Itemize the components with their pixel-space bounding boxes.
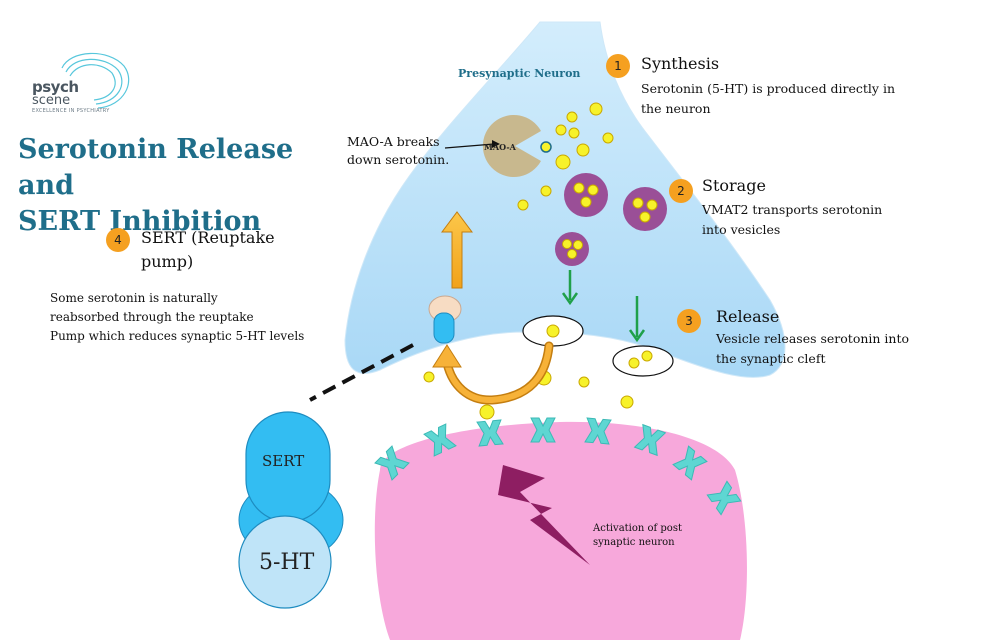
logo-tagline: EXCELLENCE IN PSYCHIATRY bbox=[32, 108, 110, 114]
step-4-badge: 4 bbox=[106, 228, 130, 252]
step-2-badge: 2 bbox=[669, 179, 693, 203]
mao-pointer-arrow bbox=[444, 143, 495, 149]
step-4-heading: SERT (Reuptake pump) bbox=[141, 228, 275, 271]
zoom-dashed-line bbox=[309, 343, 414, 402]
receptor bbox=[633, 423, 667, 457]
serotonin-in-mao bbox=[540, 141, 552, 153]
step-1-text: Serotonin (5-HT) is produced directly in… bbox=[641, 81, 896, 116]
receptor bbox=[530, 417, 556, 443]
release-arrows bbox=[561, 270, 646, 343]
activation-label: Activation of post synaptic neuron bbox=[593, 523, 682, 548]
mao-a-label: MAO-A bbox=[484, 142, 516, 152]
mao-pointer-arrowhead bbox=[492, 140, 500, 148]
step-1-badge: 1 bbox=[606, 54, 630, 78]
receptor-group bbox=[374, 417, 742, 516]
vesicle bbox=[623, 187, 667, 231]
logo-text-psych: psych bbox=[32, 78, 79, 96]
logo-swirl bbox=[61, 52, 130, 109]
step-4-text: Some serotonin is naturally reabsorbed t… bbox=[50, 291, 305, 343]
released-vesicle bbox=[612, 345, 674, 377]
receptor bbox=[476, 419, 504, 447]
receptor bbox=[672, 445, 708, 481]
postsynaptic-neuron bbox=[374, 421, 747, 640]
receptor bbox=[584, 417, 612, 445]
serotonin-molecules bbox=[423, 102, 634, 420]
sert-label: SERT bbox=[262, 452, 305, 470]
vesicle-group bbox=[555, 173, 667, 266]
receptor bbox=[706, 480, 742, 516]
fivehta-label: 5-HT bbox=[259, 550, 315, 575]
step-1-heading: Synthesis bbox=[641, 54, 720, 73]
page-title: Serotonin Release and SERT Inhibition bbox=[18, 134, 294, 237]
activation-bolt bbox=[498, 465, 590, 565]
vesicle bbox=[564, 173, 608, 217]
mao-annotation: MAO-A breaks down serotonin. bbox=[347, 134, 450, 167]
step-2-heading: Storage bbox=[702, 176, 766, 195]
logo-text-scene: scene bbox=[32, 93, 71, 108]
reuptake-arrowhead bbox=[432, 344, 462, 368]
receptor bbox=[423, 423, 457, 457]
sert-transporter-body bbox=[433, 312, 455, 344]
step-2-text: VMAT2 transports serotonin into vesicles bbox=[702, 202, 883, 237]
step-3-text: Vesicle releases serotonin into the syna… bbox=[716, 331, 910, 366]
presynaptic-label: Presynaptic Neuron bbox=[458, 67, 581, 80]
step-3-badge: 3 bbox=[677, 309, 701, 333]
up-arrow bbox=[441, 211, 473, 289]
receptor bbox=[374, 445, 410, 481]
step-3-heading: Release bbox=[716, 307, 780, 326]
mao-a-enzyme bbox=[482, 114, 541, 177]
fivehta-large bbox=[238, 515, 332, 609]
